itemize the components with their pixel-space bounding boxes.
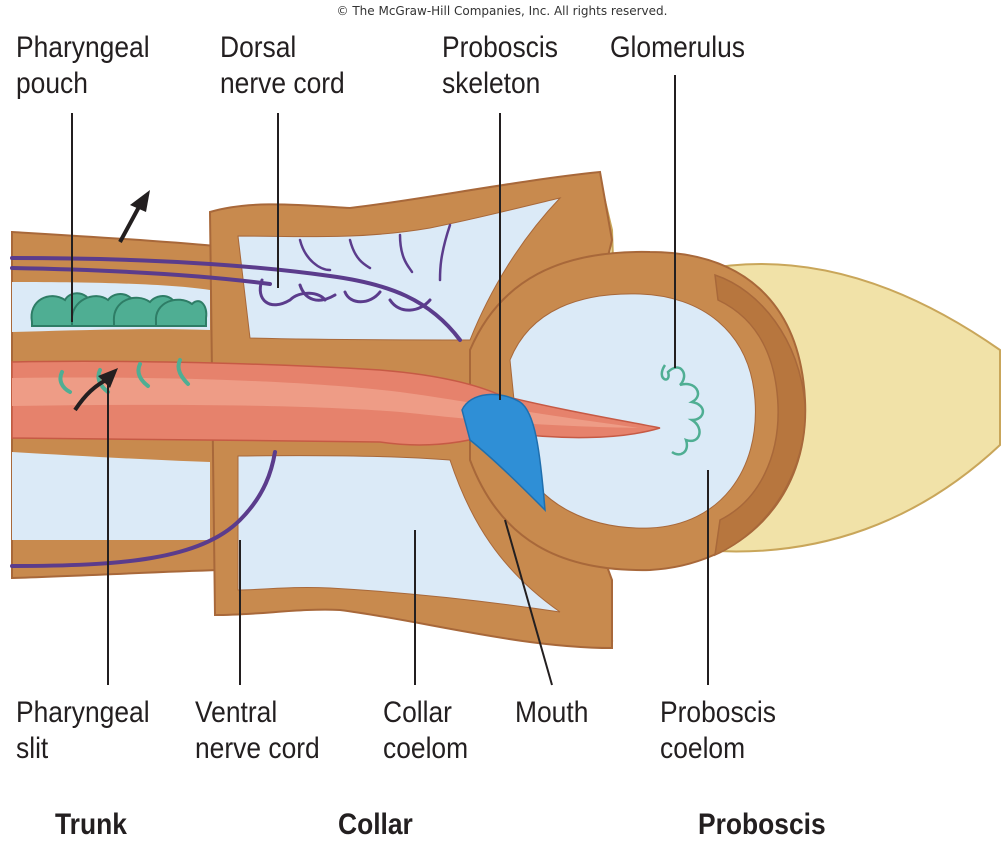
region-trunk: Trunk [55, 808, 127, 842]
region-collar: Collar [338, 808, 413, 842]
label-dorsal-nerve-cord: Dorsal nerve cord [220, 30, 345, 102]
label-ventral-nerve-cord: Ventral nerve cord [195, 695, 320, 767]
copyright-notice: © The McGraw-Hill Companies, Inc. All ri… [0, 4, 1004, 18]
label-proboscis-coelom: Proboscis coelom [660, 695, 776, 767]
label-pharyngeal-slit: Pharyngeal slit [16, 695, 150, 767]
label-mouth: Mouth [515, 695, 588, 731]
region-proboscis: Proboscis [698, 808, 826, 842]
label-glomerulus: Glomerulus [610, 30, 745, 66]
label-proboscis-skeleton: Proboscis skeleton [442, 30, 558, 102]
label-pharyngeal-pouch: Pharyngeal pouch [16, 30, 150, 102]
label-collar-coelom: Collar coelom [383, 695, 468, 767]
trunk-lower-coelom [12, 452, 210, 540]
